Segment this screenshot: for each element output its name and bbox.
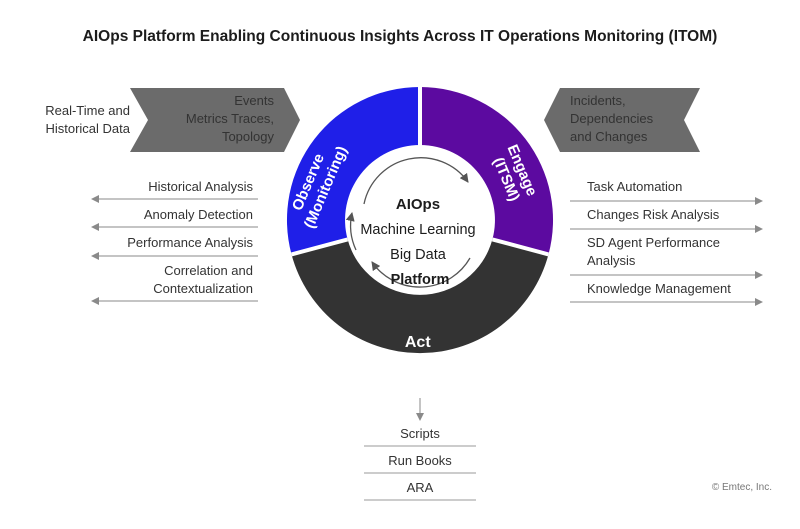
right-output-knowledge-management: Knowledge Management xyxy=(587,281,731,296)
left-output-performance-analysis: Performance Analysis xyxy=(127,235,253,250)
right-output-changes-risk: Changes Risk Analysis xyxy=(587,207,720,222)
cycle-arrows xyxy=(345,157,471,288)
bottom-output-ara: ARA xyxy=(406,480,434,495)
bottom-output-run-books: Run Books xyxy=(388,453,452,468)
act-label: Act (Automation) xyxy=(370,334,470,372)
right-output-sd-agent: SD Agent Performance Analysis xyxy=(587,235,720,268)
copyright-text: © Emtec, Inc. xyxy=(711,482,772,493)
left-source-label: Real-Time and Historical Data xyxy=(45,103,130,136)
right-output-task-automation: Task Automation xyxy=(587,179,683,194)
center-label: AIOps Machine Learning Big Data Platform xyxy=(360,196,479,288)
engage-segment xyxy=(420,87,554,255)
segment-separators xyxy=(290,85,550,257)
left-output-historical-analysis: Historical Analysis xyxy=(148,179,253,194)
left-input-chevron xyxy=(130,88,300,152)
bottom-output-scripts: Scripts xyxy=(400,426,440,441)
left-output-arrows xyxy=(91,195,258,305)
left-output-correlation: Correlation and Contextualization xyxy=(153,263,253,296)
center-circle xyxy=(347,147,493,293)
right-output-arrows xyxy=(570,197,763,306)
left-chevron-label: Events Metrics Traces, Topology xyxy=(185,93,274,144)
act-segment xyxy=(291,239,549,354)
observe-segment xyxy=(286,86,420,255)
bottom-output-dividers xyxy=(364,445,476,501)
diagram-title: AIOps Platform Enabling Continuous Insig… xyxy=(82,28,718,45)
left-output-anomaly-detection: Anomaly Detection xyxy=(143,207,253,222)
right-input-chevron xyxy=(544,88,700,152)
